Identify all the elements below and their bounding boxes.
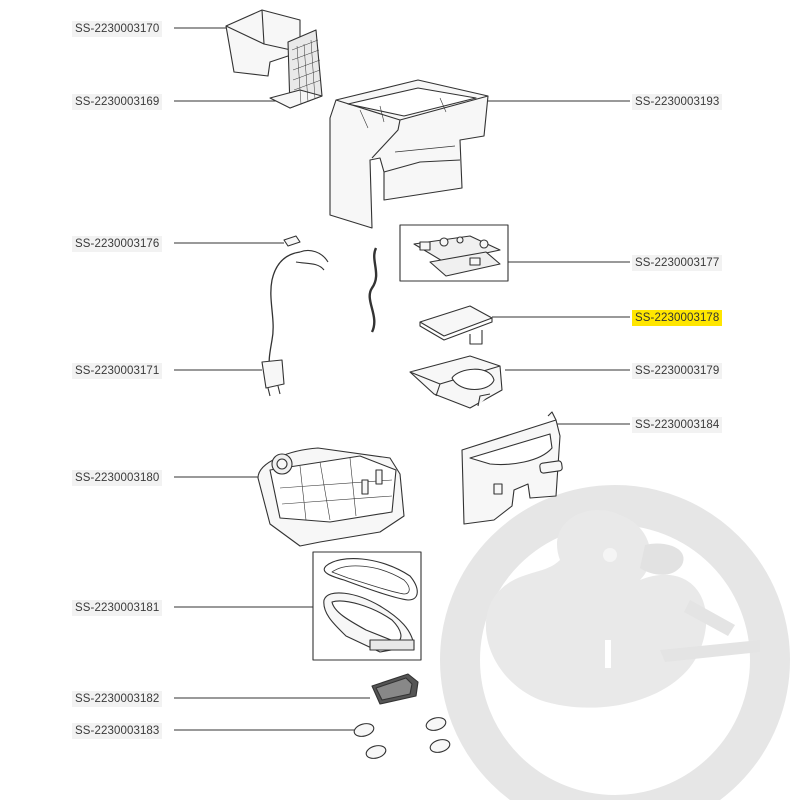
part-label-p181[interactable]: SS-2230003181 <box>72 600 163 616</box>
part-label-p182[interactable]: SS-2230003182 <box>72 691 163 707</box>
part-184-drawing <box>461 411 563 525</box>
part-label-p176[interactable]: SS-2230003176 <box>72 236 163 252</box>
part-169-drawing <box>269 29 323 109</box>
part-label-p184[interactable]: SS-2230003184 <box>632 417 723 433</box>
part-label-p193[interactable]: SS-2230003193 <box>632 94 723 110</box>
part-171-drawing <box>261 249 329 397</box>
part-181-drawing <box>312 551 422 661</box>
cable-drawing <box>368 247 378 333</box>
part-182-drawing <box>371 673 419 705</box>
part-label-p170[interactable]: SS-2230003170 <box>72 21 163 37</box>
part-180-drawing <box>257 447 405 547</box>
part-179-drawing <box>409 355 503 409</box>
part-label-p169[interactable]: SS-2230003169 <box>72 94 163 110</box>
part-label-p180[interactable]: SS-2230003180 <box>72 470 163 486</box>
part-183-drawing <box>353 717 451 759</box>
watermark-logo <box>440 485 790 800</box>
part-label-p171[interactable]: SS-2230003171 <box>72 363 163 379</box>
part-177-drawing <box>399 224 509 282</box>
part-193-drawing <box>329 79 489 229</box>
part-178-drawing <box>419 305 493 345</box>
part-label-p179[interactable]: SS-2230003179 <box>632 363 723 379</box>
part-label-p178[interactable]: SS-2230003178 <box>632 310 723 326</box>
part-label-p177[interactable]: SS-2230003177 <box>632 255 723 271</box>
part-176-drawing <box>283 235 301 247</box>
part-label-p183[interactable]: SS-2230003183 <box>72 723 163 739</box>
